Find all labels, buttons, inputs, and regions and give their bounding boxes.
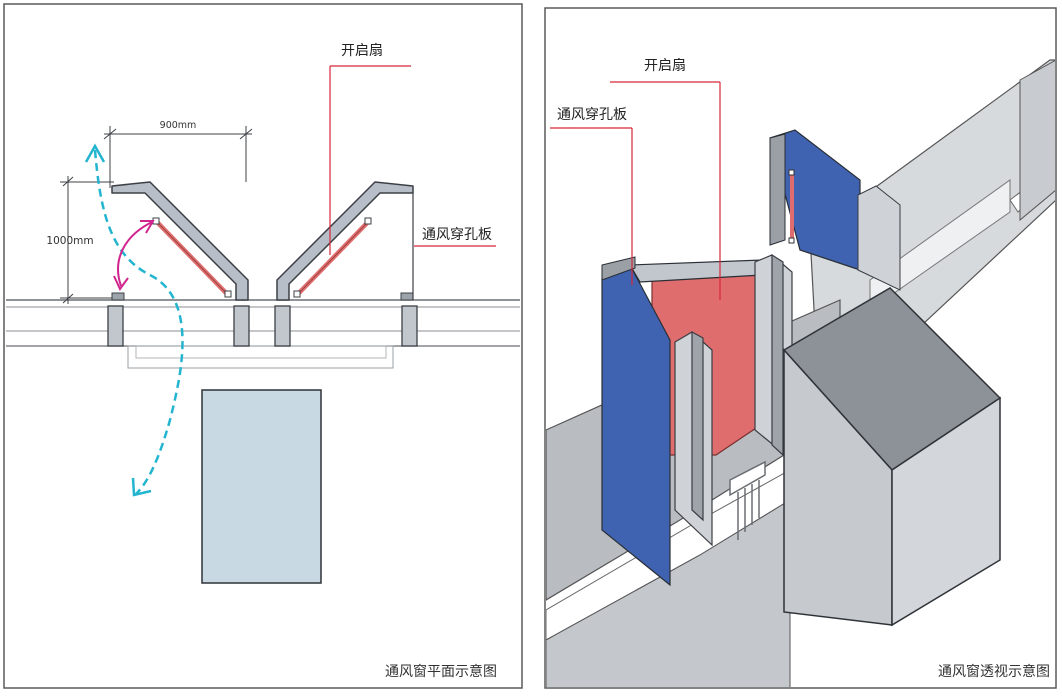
- perspective-column: [782, 287, 1002, 627]
- perspective-perforated-panel: [601, 256, 763, 587]
- persp-perforated-label: 通风穿孔板: [557, 107, 627, 123]
- persp-perforated-leader: [550, 127, 633, 285]
- wall-band: [6, 299, 520, 369]
- airflow-arrow: [84, 143, 184, 497]
- dimension-height-label: 1000mm: [46, 235, 93, 247]
- sash-leader: [329, 65, 411, 255]
- structural-column: [201, 389, 322, 584]
- perspective-caption: 通风窗透视示意图: [938, 663, 1050, 680]
- dimension-1000: [60, 176, 114, 304]
- left-opening-sash: [152, 217, 232, 298]
- swing-arc: [113, 220, 155, 291]
- dimension-width-label: 900mm: [160, 120, 197, 131]
- plan-caption: 通风窗平面示意图: [385, 663, 497, 680]
- perspective-view-panel: 开启扇 通风穿孔板 通风窗透视示意图: [544, 7, 1057, 689]
- left-vent-frame: [111, 181, 249, 301]
- persp-sash-label: 开启扇: [644, 58, 686, 74]
- perspective-grille: [729, 460, 766, 540]
- right-opening-sash: [293, 217, 372, 298]
- sash-label: 开启扇: [341, 43, 383, 59]
- perspective-right-bay: [769, 129, 901, 291]
- persp-sash-leader: [610, 81, 721, 300]
- dimension-900: [103, 126, 253, 188]
- perforated-label: 通风穿孔板: [422, 227, 492, 243]
- mullion-posts: [107, 305, 418, 347]
- perspective-mullions: [674, 253, 793, 547]
- plan-view-panel: 900mm 1000mm 开启扇 通风穿孔板 通风窗平面示意图: [3, 3, 523, 689]
- right-vent-frame: [276, 181, 414, 301]
